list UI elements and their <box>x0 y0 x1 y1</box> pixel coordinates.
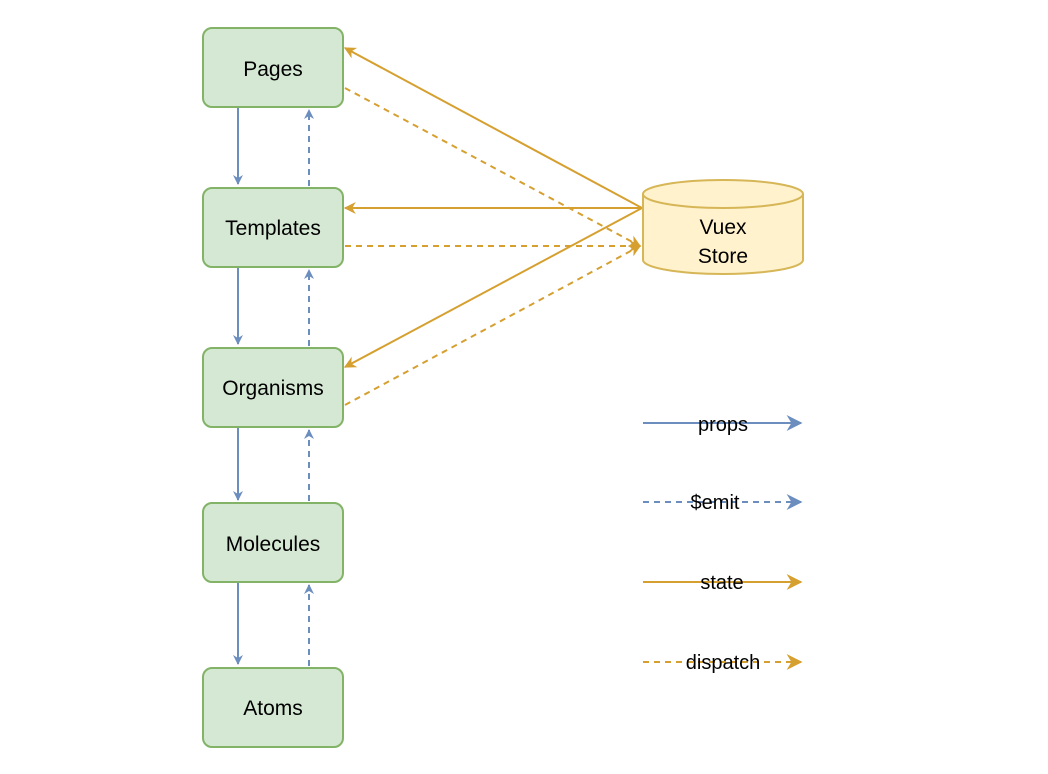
node-templates: Templates <box>202 187 344 268</box>
legend-emit-label: $emit <box>691 492 740 514</box>
legend-dispatch: dispatch <box>643 652 803 674</box>
vuex-store-label-line1: Vuex <box>699 216 747 239</box>
legend-props: props <box>643 414 803 436</box>
vuex-store-label-line2: Store <box>698 245 748 268</box>
dispatch-edge-organisms-store <box>344 245 642 406</box>
legend-props-label: props <box>698 414 748 436</box>
node-organisms-label: Organisms <box>222 377 324 400</box>
node-pages-label: Pages <box>243 58 303 81</box>
node-pages: Pages <box>202 27 344 108</box>
dispatch-edge-pages-store <box>344 87 642 247</box>
state-edges <box>343 47 643 368</box>
state-edge-store-organisms <box>343 207 643 368</box>
legend-state-label: state <box>700 572 743 594</box>
state-edge-store-pages <box>343 47 643 209</box>
node-atoms: Atoms <box>202 667 344 748</box>
node-atoms-label: Atoms <box>243 697 303 720</box>
node-organisms: Organisms <box>202 347 344 428</box>
node-molecules-label: Molecules <box>226 533 321 556</box>
legend-state: state <box>643 572 803 594</box>
node-templates-label: Templates <box>225 217 321 240</box>
dispatch-edges <box>344 87 642 406</box>
legend-dispatch-label: dispatch <box>686 652 761 674</box>
legend: props $emit state dispatch <box>643 414 803 674</box>
node-molecules: Molecules <box>202 502 344 583</box>
legend-emit: $emit <box>643 492 803 514</box>
vuex-store-cylinder: Vuex Store <box>642 179 804 275</box>
